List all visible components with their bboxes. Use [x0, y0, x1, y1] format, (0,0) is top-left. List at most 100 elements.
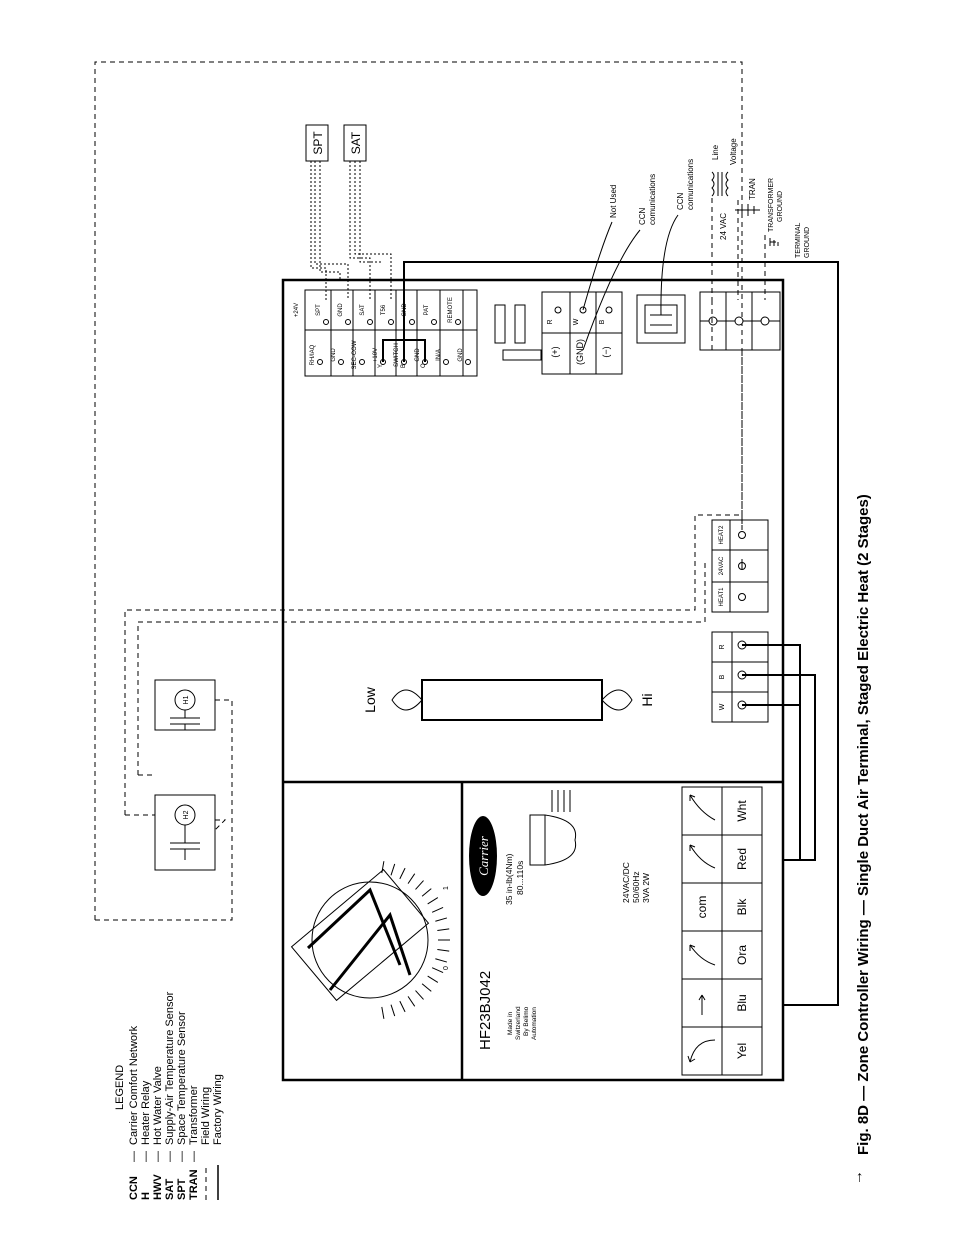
- legend-desc-5: Transformer: [188, 1085, 200, 1145]
- legend-factory-wiring: Factory Wiring: [212, 1074, 224, 1145]
- legend-abbr-3: SAT: [164, 1179, 176, 1200]
- damper-shaft: Low Hi: [362, 679, 655, 721]
- caption-arrow: →: [849, 1170, 866, 1185]
- field-wiring-h2: [214, 819, 227, 831]
- made-in-2: By Belimo: [523, 1006, 530, 1036]
- factory-wire-actuator-b: [742, 674, 816, 861]
- field-wiring-to-h2: [95, 699, 233, 921]
- dial-tick: [399, 1000, 406, 1013]
- sb-sub-y: Y: [378, 364, 384, 368]
- ccn-right-1: W: [573, 318, 580, 325]
- dial-tick: [431, 907, 444, 913]
- relay-h1-label: H1: [183, 695, 190, 704]
- note-ccn1-a: CCN: [638, 207, 647, 225]
- legend-sep-3: —: [164, 1151, 176, 1162]
- sb-right-1: SPT: [316, 304, 322, 316]
- act-term-r: R: [719, 644, 726, 649]
- note-tg-b: GROUND: [777, 191, 784, 222]
- sb-right-3: SAT: [360, 304, 366, 316]
- heat-term-heat1: HEAT1: [719, 587, 725, 607]
- dial-tick: [390, 1004, 396, 1017]
- sb-left-1: GND: [331, 348, 337, 362]
- legend-desc-0: Carrier Comfort Network: [128, 1025, 140, 1145]
- sb-left-7: GND: [458, 348, 464, 362]
- sb-sub-o: O: [421, 363, 427, 368]
- sb-left-0: RH/IAQ: [310, 344, 316, 365]
- act-term-w: W: [719, 703, 726, 710]
- note-ccn2-a: CCN: [676, 192, 685, 210]
- caption-title: Fig. 8D — Zone Controller Wiring — Singl…: [855, 494, 872, 1155]
- sb-left-4: SWITCH: [394, 343, 400, 367]
- legend-heading: LEGEND: [114, 1065, 126, 1110]
- dial-tick: [427, 897, 439, 905]
- sensor-terminal-block: RH/IAQ GND SEC-COW +10V SWITCH GND IN/A …: [294, 289, 478, 377]
- dial-tick: [431, 967, 444, 973]
- legend-desc-1: Heater Relay: [140, 1080, 152, 1145]
- heat-term-24vac: 24VAC: [719, 556, 725, 575]
- dial-tick: [407, 873, 416, 884]
- wire-com: com: [695, 896, 709, 919]
- note-tran: TRAN: [748, 178, 757, 200]
- carrier-logo: Carrier: [469, 816, 497, 896]
- wire-blu: Blu: [735, 994, 749, 1011]
- dial-tick: [427, 975, 439, 983]
- sb-right-7: REMOTE: [448, 297, 454, 323]
- wire-ora: Ora: [735, 945, 749, 965]
- note-tg-a: TRANSFORMER: [768, 178, 775, 232]
- sat-sensor: SAT: [343, 124, 367, 162]
- act-term-b: B: [719, 674, 726, 679]
- sensor-wiring: [310, 161, 392, 300]
- carrier-logo-text: Carrier: [476, 835, 491, 876]
- legend-abbr-1: H: [140, 1192, 152, 1200]
- power-1: 50/60Hz: [631, 871, 641, 903]
- dial-tick: [435, 917, 448, 922]
- sb-sub-b: B: [401, 364, 407, 368]
- sat-label: SAT: [349, 131, 363, 154]
- power-terminal-block: [699, 291, 781, 351]
- factory-wire-actuator-a: [742, 644, 801, 861]
- wire-color-table: Yel Blu Ora Blk Red Wht com: [681, 786, 763, 1076]
- ccn-right-0: R: [547, 319, 554, 324]
- sb-left-3: +10V: [373, 348, 379, 362]
- power-0: 24VAC/DC: [621, 862, 631, 903]
- made-in-3: Automation: [531, 1007, 538, 1040]
- dial-tick: [407, 996, 416, 1007]
- relay-h2: H2: [154, 794, 216, 871]
- wire-red: Red: [735, 848, 749, 870]
- power-2: 3VA 2W: [641, 873, 651, 903]
- note-line: Line: [711, 144, 720, 160]
- actuator-model: HF23BJ042: [477, 971, 494, 1050]
- controller-box: [281, 278, 785, 1082]
- dial-tick: [381, 1006, 385, 1019]
- field-wiring-loop: [94, 61, 743, 920]
- damper-hi: Hi: [639, 693, 655, 706]
- line-voltage-dash: [711, 300, 743, 520]
- dial-one: 1: [443, 886, 450, 890]
- dial-tick: [415, 990, 424, 1000]
- ccn-left-0: (+): [550, 346, 560, 357]
- relay-h1: H1: [154, 679, 216, 731]
- note-not-used: Not Used: [609, 185, 618, 218]
- legend-abbr-4: SPT: [176, 1178, 188, 1200]
- dial-tick: [437, 928, 450, 932]
- torque-1: 80...110s: [515, 861, 525, 895]
- legend: LEGEND CCN — Carrier Comfort Network H —…: [114, 991, 224, 1200]
- factory-wire-top: [403, 261, 783, 340]
- spt-sensor: SPT: [305, 124, 329, 162]
- dial-tick: [415, 880, 424, 890]
- dial-tick: [399, 867, 406, 880]
- sb-left-5: GND: [415, 348, 421, 362]
- legend-sep-1: —: [140, 1151, 152, 1162]
- factory-wire-bottom: [783, 261, 839, 1006]
- wire-wht: Wht: [735, 800, 749, 822]
- legend-desc-3: Supply-Air Temperature Sensor: [164, 991, 176, 1145]
- ccn-annotations: Not Used CCN comunications CCN comunicat…: [582, 138, 811, 351]
- sb-right-0: +24V: [294, 303, 300, 317]
- ccn-right-2: B: [599, 319, 606, 324]
- heat-terminal-block: HEAT1 24VAC HEAT2: [711, 519, 769, 613]
- legend-sep-5: —: [188, 1151, 200, 1162]
- spt-label: SPT: [311, 131, 325, 155]
- legend-sep-2: —: [152, 1151, 164, 1162]
- ccn-left-1: (GND): [575, 339, 585, 365]
